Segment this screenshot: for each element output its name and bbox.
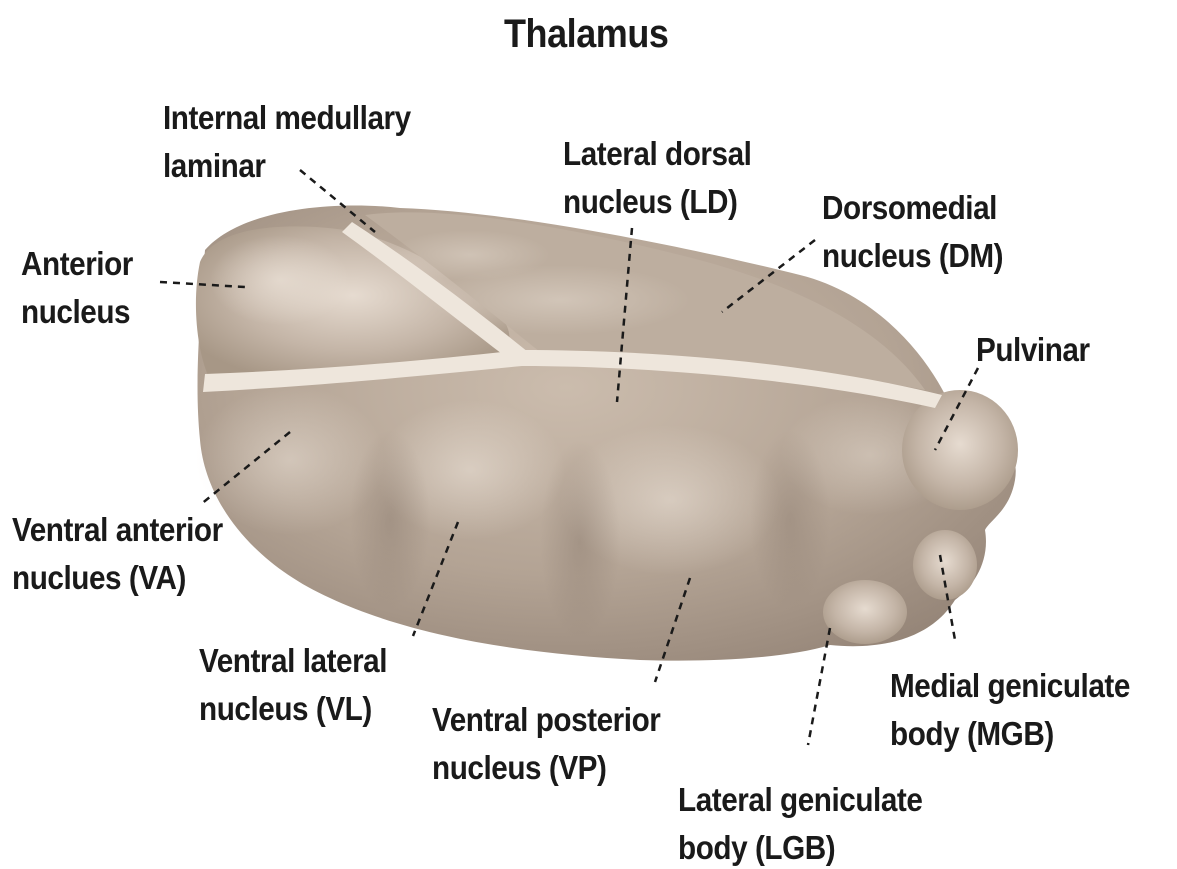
label-pulvinar: Pulvinar — [976, 326, 1090, 374]
label-ventral-posterior-nucleus: Ventral posterior nucleus (VP) — [432, 696, 660, 792]
label-medial-geniculate-body: Medial geniculate body (MGB) — [890, 662, 1130, 758]
label-anterior-nucleus: Anterior nucleus — [21, 240, 133, 336]
label-lateral-geniculate-body: Lateral geniculate body (LGB) — [678, 776, 922, 869]
label-lateral-dorsal-nucleus: Lateral dorsal nucleus (LD) — [563, 130, 751, 226]
diagram-title: Thalamus — [504, 10, 668, 58]
label-ventral-lateral-nucleus: Ventral lateral nucleus (VL) — [199, 637, 387, 733]
lgb-bulge — [823, 580, 907, 644]
mgb-bulge — [913, 530, 977, 600]
label-ventral-anterior-nucleus: Ventral anterior nuclues (VA) — [12, 506, 223, 602]
pulvinar-bulge — [902, 390, 1018, 510]
label-dorsomedial-nucleus: Dorsomedial nucleus (DM) — [822, 184, 1003, 280]
label-internal-medullary-laminar: Internal medullary laminar — [163, 94, 411, 190]
